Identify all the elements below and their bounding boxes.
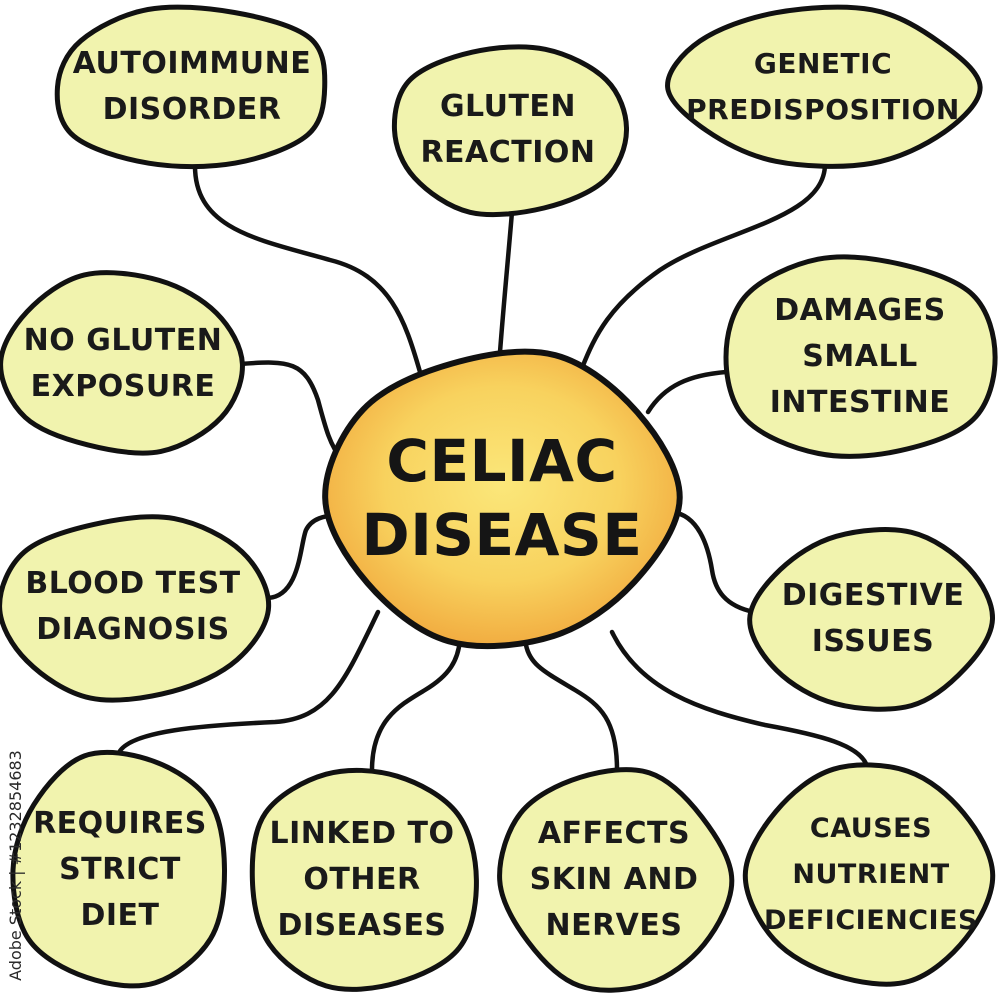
node-label-gluten: GLUTEN REACTION [398, 52, 618, 208]
label-line: EXPOSURE [30, 369, 216, 404]
bubble-digestive [747, 527, 996, 712]
connector-line [609, 629, 870, 769]
connector-line [237, 360, 345, 463]
label-line: DIAGNOSIS [36, 612, 230, 647]
label-line: LINKED TO [269, 816, 455, 851]
label-line: INTESTINE [769, 385, 951, 420]
label-line: CELIAC [386, 427, 618, 495]
label-line: GENETIC [753, 47, 893, 80]
connector-line [523, 642, 620, 773]
node-label-blood-test: BLOOD TEST DIAGNOSIS [9, 520, 257, 694]
connector-line [265, 512, 339, 601]
label-line: DIET [80, 898, 160, 933]
label-line: DISORDER [102, 92, 282, 127]
connectors [115, 161, 870, 773]
connector-line [369, 637, 463, 773]
label-line: NO GLUTEN [23, 323, 223, 358]
bubble-no-gluten [0, 270, 245, 456]
label-line: BLOOD TEST [25, 566, 241, 601]
bubble-linked [249, 767, 479, 992]
connector-line [645, 369, 729, 415]
bubble-genetic [665, 4, 983, 169]
label-line: GLUTEN [439, 89, 577, 124]
label-line: DISEASES [277, 908, 447, 943]
label-line: AUTOIMMUNE [72, 46, 312, 81]
label-line: DIGESTIVE [781, 578, 965, 613]
node-label-diet: REQUIRES STRICT DIET [18, 760, 222, 980]
label-line: SMALL [802, 339, 918, 374]
label-line: SKIN AND [529, 862, 699, 897]
bubble-nutrient [742, 762, 996, 987]
label-line: OTHER [303, 862, 421, 897]
watermark: Adobe Stock | #1232854683 [4, 745, 26, 985]
label-line: NUTRIENT [792, 859, 950, 890]
node-label-digestive: DIGESTIVE ISSUES [761, 536, 985, 702]
node-label-no-gluten: NO GLUTEN EXPOSURE [11, 279, 235, 449]
node-label-nutrient: CAUSES NUTRIENT DEFICIENCIES [759, 770, 983, 980]
node-label-linked: LINKED TO OTHER DISEASES [255, 775, 469, 985]
node-label-damages: DAMAGES SMALL INTESTINE [732, 259, 988, 455]
label-line: DEFICIENCIES [764, 905, 978, 936]
connector-line [497, 209, 515, 355]
connector-line [115, 609, 381, 758]
label-line: CAUSES [809, 813, 933, 844]
label-line: PREDISPOSITION [686, 93, 960, 126]
connector-line [579, 161, 828, 371]
label-line: DAMAGES [774, 293, 946, 328]
bubble-damages [723, 254, 998, 459]
node-label-genetic: GENETIC PREDISPOSITION [679, 14, 967, 160]
label-line: DISEASE [361, 501, 643, 569]
bubble-diet [10, 749, 228, 989]
bubble-blood-test [0, 514, 272, 703]
label-line: REACTION [420, 135, 596, 170]
label-line: STRICT [59, 852, 181, 887]
bubble-skin [497, 767, 735, 993]
connector-line [192, 163, 423, 375]
bubble-gluten [391, 44, 630, 218]
label-line: NERVES [545, 908, 683, 943]
connector-line [669, 509, 757, 615]
bubble-autoimmune [54, 4, 328, 170]
node-label-skin: AFFECTS SKIN AND NERVES [510, 775, 718, 985]
label-line: REQUIRES [33, 806, 207, 841]
node-label-autoimmune: AUTOIMMUNE DISORDER [60, 12, 324, 162]
bubbles [0, 4, 998, 993]
watermark-text: Adobe Stock | #1232854683 [5, 749, 25, 981]
label-line: ISSUES [811, 624, 935, 659]
label-line: AFFECTS [537, 816, 691, 851]
center-bubble [322, 348, 683, 650]
